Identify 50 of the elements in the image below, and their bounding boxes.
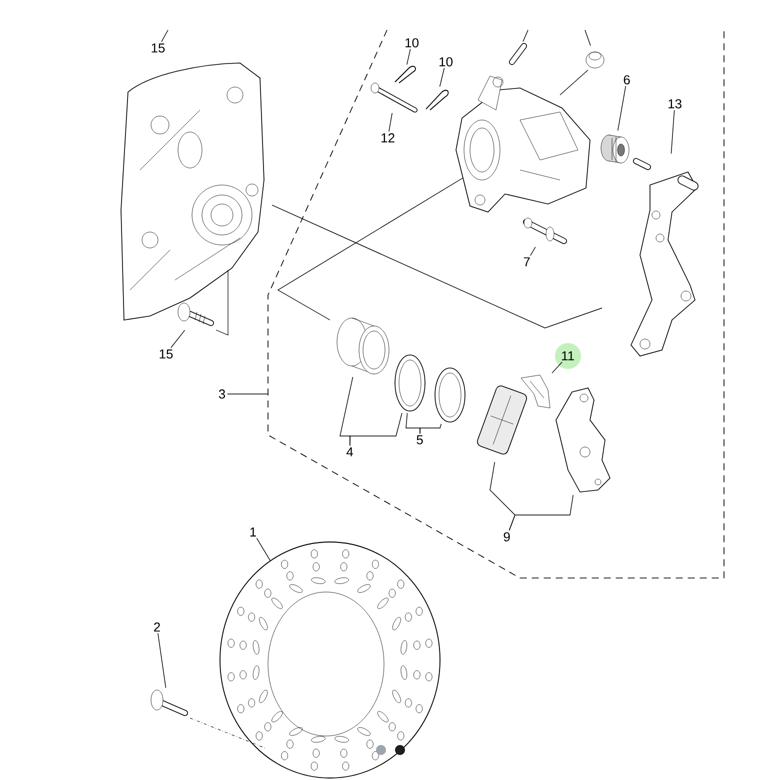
- leader-line: [158, 632, 166, 688]
- callout-number: 4: [346, 447, 354, 456]
- wheel-hub-drawing: [120, 62, 264, 320]
- piston-drawing: [336, 318, 390, 374]
- callout-number: 6: [624, 75, 630, 84]
- pad-pin-drawing: [370, 82, 418, 112]
- callout-number: 13: [668, 99, 682, 108]
- brake-pad-drawing: [477, 386, 527, 454]
- cap-drawing: [586, 52, 604, 68]
- callout-number: 2: [154, 622, 160, 632]
- leader-line: [584, 30, 591, 46]
- leader-line: [350, 412, 402, 446]
- leader-line: [161, 30, 168, 42]
- leader-line: [522, 30, 528, 42]
- pin-clip-drawing: [426, 90, 449, 110]
- leader-line: [670, 110, 675, 154]
- callout-number: 15: [160, 349, 173, 359]
- callout-number: 11: [562, 351, 574, 360]
- leader-line: [439, 68, 445, 87]
- callout-number: 1: [250, 528, 256, 536]
- leader-line: [406, 48, 411, 65]
- pin-clip-drawing: [394, 66, 416, 84]
- bleed-screw-drawing: [509, 43, 527, 65]
- seal-ring-drawing: [434, 368, 466, 422]
- callout-number: 3: [218, 389, 226, 399]
- callout-number: 12: [382, 133, 394, 142]
- bracket-drawing: [630, 158, 698, 356]
- leader-line: [170, 330, 186, 348]
- callout-number: 10: [406, 38, 419, 48]
- leader-line: [256, 538, 270, 561]
- bolt-drawing: [150, 690, 188, 716]
- leader-line: [388, 112, 392, 132]
- callout-number: 9: [504, 532, 510, 542]
- slide-pin-drawing: [523, 218, 567, 244]
- brake-disc-drawing: [220, 542, 440, 778]
- callout-number: 5: [416, 435, 423, 444]
- bushing-drawing: [600, 134, 630, 164]
- leader-line: [508, 494, 574, 531]
- bolt-drawing: [178, 302, 214, 326]
- leader-line: [420, 424, 442, 434]
- leader-line: [617, 86, 626, 131]
- leader-line: [530, 246, 536, 256]
- seal-ring-drawing: [394, 354, 426, 412]
- brake-pad-drawing: [556, 388, 610, 492]
- callout-number: 7: [524, 257, 530, 266]
- dashed-boundary: [268, 30, 724, 578]
- callout-number: 15: [152, 43, 165, 53]
- pad-shim-drawing: [520, 374, 550, 408]
- leader-line: [552, 362, 562, 374]
- callout-number: 10: [440, 57, 453, 66]
